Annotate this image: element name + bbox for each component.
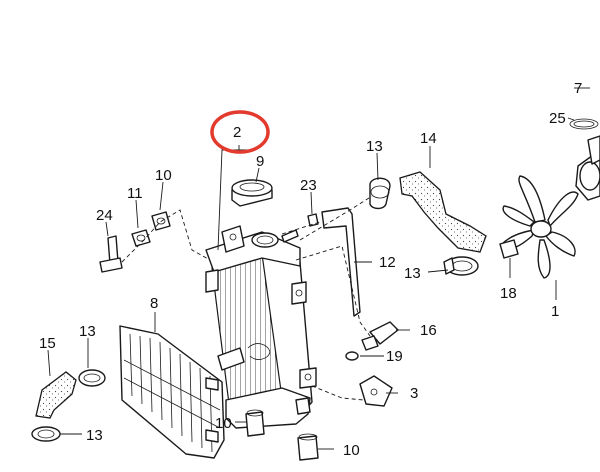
callout-11: 11 (127, 185, 143, 202)
lower-hose-drawing (31, 369, 106, 442)
cooling-fan-drawing (499, 175, 579, 279)
callout-10-mid: 10 (215, 415, 232, 432)
callout-13-left: 13 (79, 323, 96, 340)
callout-7: 7 (574, 80, 582, 97)
thermo-switch-drawing (345, 321, 399, 407)
radiator-drawing (205, 225, 317, 429)
callout-10-bottom: 10 (343, 442, 360, 459)
radiator-guard-drawing (119, 325, 225, 459)
fan-motor-drawing (569, 118, 600, 201)
callout-13-bottom: 13 (86, 427, 103, 444)
bypass-tube-drawing (307, 207, 361, 317)
bolt-grommet-drawing (99, 209, 211, 273)
callout-1: 1 (551, 303, 559, 320)
callout-3: 3 (410, 385, 418, 402)
highlight-ring (210, 110, 270, 154)
callout-14: 14 (420, 130, 437, 147)
callout-12: 12 (379, 254, 396, 271)
callout-2: 2 (233, 124, 241, 141)
lower-grommets-drawing (245, 409, 319, 461)
callout-9: 9 (256, 153, 264, 170)
callout-15: 15 (39, 335, 56, 352)
hose-clamp-drawing (443, 256, 479, 276)
callout-16: 16 (420, 322, 437, 339)
callout-13-top: 13 (366, 138, 383, 155)
callout-24: 24 (96, 207, 113, 224)
callout-18: 18 (500, 285, 517, 302)
callout-23: 23 (300, 177, 317, 194)
callout-25: 25 (549, 110, 566, 127)
upper-hose-drawing (369, 171, 487, 253)
leader-lines (47, 87, 590, 450)
callout-13-right: 13 (404, 265, 421, 282)
callout-labels: 2 9 10 11 24 23 13 14 12 13 18 1 7 25 8 … (39, 80, 582, 459)
callout-19: 19 (386, 348, 403, 365)
callout-10-top: 10 (155, 167, 172, 184)
callout-8: 8 (150, 295, 158, 312)
radiator-cap-drawing (231, 179, 273, 207)
